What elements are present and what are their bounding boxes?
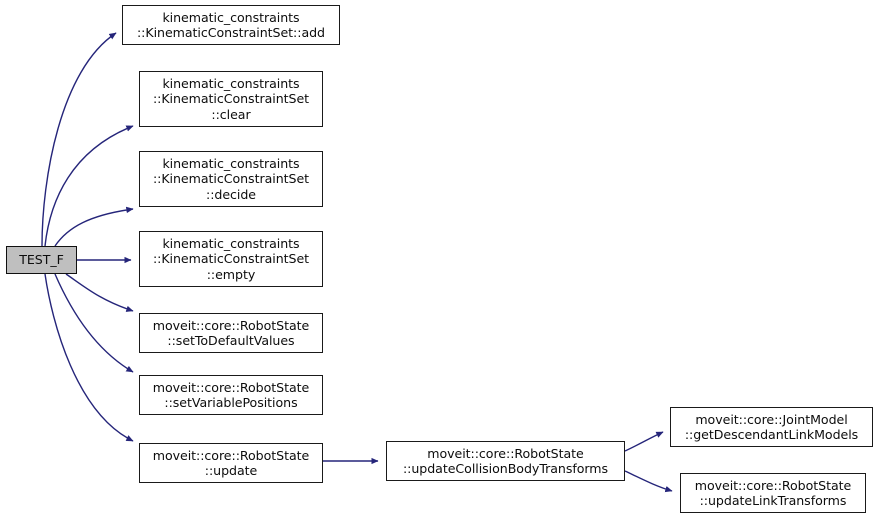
graph-edge-test_f-to-kcs_decide bbox=[54, 206, 134, 247]
graph-edge-test_f-to-rs_set_to_default_values bbox=[65, 273, 134, 312]
graph-node-label: TEST_F bbox=[19, 252, 64, 268]
graph-node-label: moveit::core::RobotState ::updateLinkTra… bbox=[694, 477, 852, 509]
graph-node-rs_update_link_transforms[interactable]: moveit::core::RobotState ::updateLinkTra… bbox=[680, 473, 866, 513]
graph-node-kcs_decide[interactable]: kinematic_constraints ::KinematicConstra… bbox=[139, 151, 323, 207]
graph-edge-test_f-to-kcs_add bbox=[41, 32, 117, 247]
graph-node-label: moveit::core::RobotState ::setToDefaultV… bbox=[152, 317, 310, 349]
graph-node-rs_set_to_default_values[interactable]: moveit::core::RobotState ::setToDefaultV… bbox=[139, 313, 323, 353]
graph-node-label: moveit::core::JointModel ::getDescendant… bbox=[684, 411, 859, 443]
graph-node-rs_update[interactable]: moveit::core::RobotState ::update bbox=[139, 443, 323, 483]
graph-node-label: kinematic_constraints ::KinematicConstra… bbox=[152, 155, 310, 202]
graph-edge-test_f-to-kcs_clear bbox=[44, 125, 134, 247]
graph-node-rs_set_variable_positions[interactable]: moveit::core::RobotState ::setVariablePo… bbox=[139, 375, 323, 415]
graph-node-jm_get_descendant_link_models[interactable]: moveit::core::JointModel ::getDescendant… bbox=[670, 407, 873, 447]
graph-node-kcs_empty[interactable]: kinematic_constraints ::KinematicConstra… bbox=[139, 231, 323, 287]
graph-node-label: moveit::core::RobotState ::setVariablePo… bbox=[152, 379, 310, 411]
graph-edge-test_f-to-rs_set_variable_positions bbox=[54, 273, 134, 373]
graph-node-kcs_add[interactable]: kinematic_constraints ::KinematicConstra… bbox=[122, 5, 340, 45]
graph-node-kcs_clear[interactable]: kinematic_constraints ::KinematicConstra… bbox=[139, 71, 323, 127]
graph-node-rs_update_collision_body_transforms[interactable]: moveit::core::RobotState ::updateCollisi… bbox=[386, 441, 625, 481]
graph-node-label: kinematic_constraints ::KinematicConstra… bbox=[152, 75, 310, 122]
graph-edge-test_f-to-rs_update bbox=[44, 273, 134, 442]
graph-node-label: moveit::core::RobotState ::update bbox=[152, 447, 310, 479]
graph-node-test_f[interactable]: TEST_F bbox=[6, 246, 77, 274]
graph-node-label: moveit::core::RobotState ::updateCollisi… bbox=[402, 445, 609, 477]
graph-edge-rs_update_collision_body_transforms-to-jm_get_descendant_link_models bbox=[624, 431, 664, 452]
graph-edge-rs_update_collision_body_transforms-to-rs_update_link_transforms bbox=[624, 470, 673, 493]
edge-paths bbox=[41, 32, 673, 493]
graph-node-label: kinematic_constraints ::KinematicConstra… bbox=[152, 235, 310, 282]
graph-node-label: kinematic_constraints ::KinematicConstra… bbox=[136, 9, 326, 41]
